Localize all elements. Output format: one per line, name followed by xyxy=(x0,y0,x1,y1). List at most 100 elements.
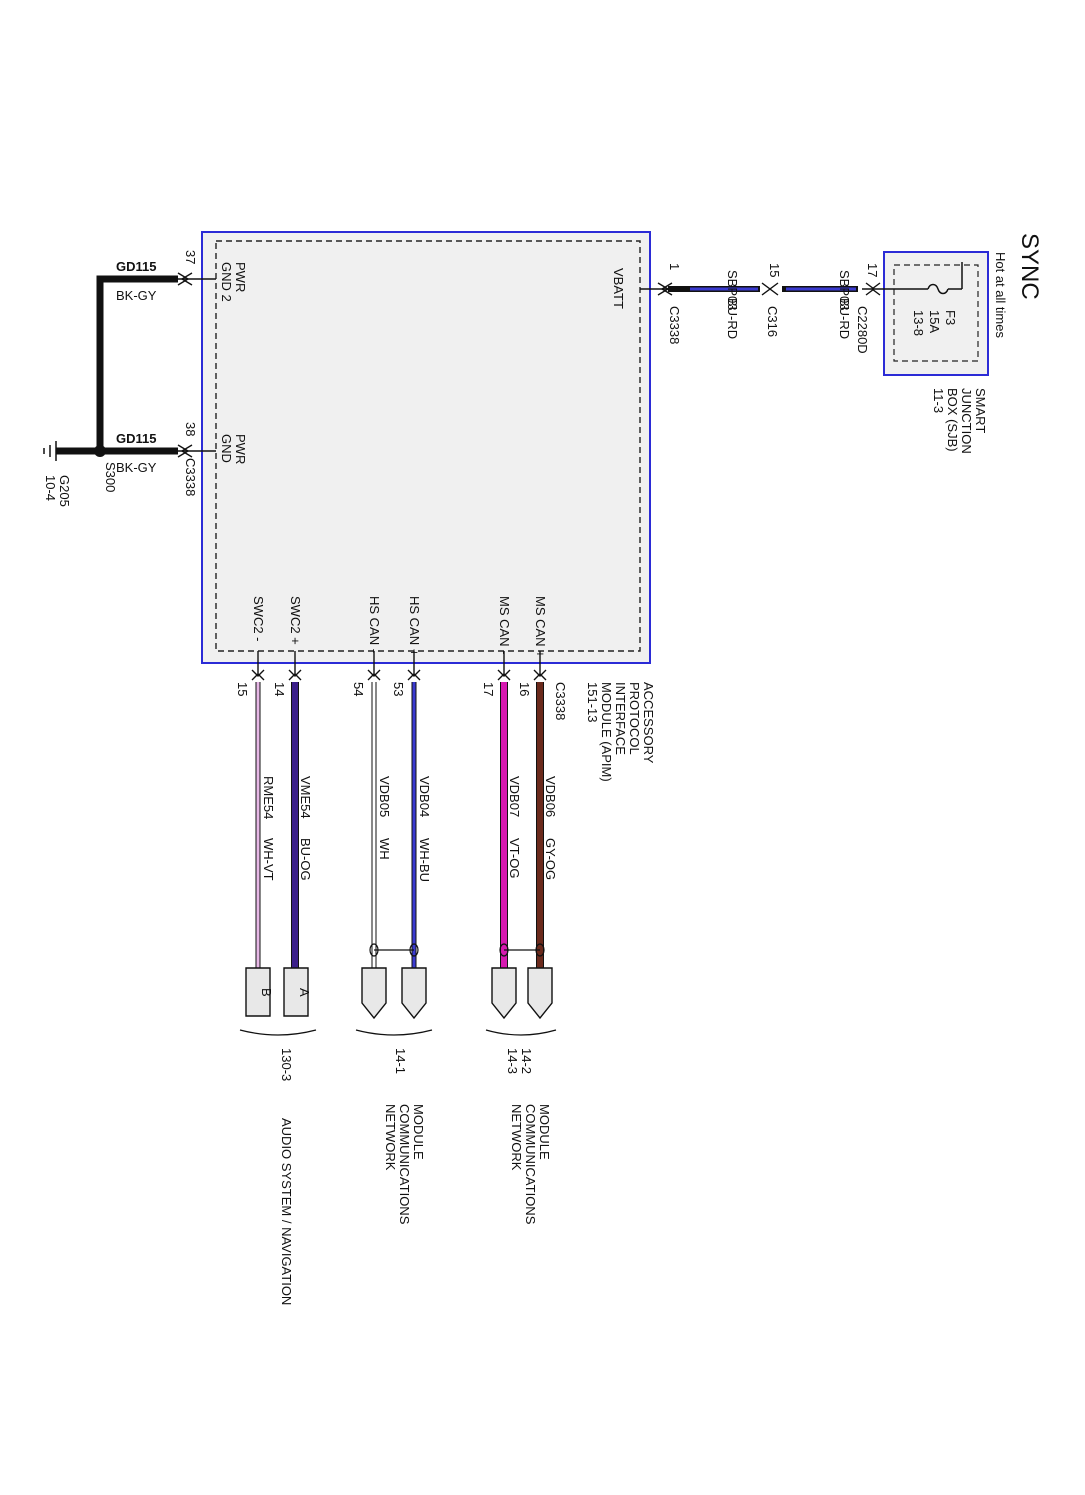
dest-connector-hsn xyxy=(361,967,387,1020)
c316-pin: 15 xyxy=(767,263,782,277)
ms-can-minus-color: VT-OG xyxy=(507,838,522,878)
ms-can-plus-connector xyxy=(533,669,547,681)
sjb-name-line3: BOX (SJB) xyxy=(945,388,960,452)
dest-connector-a xyxy=(283,967,309,1017)
pin38-label-line2: GND xyxy=(219,434,234,463)
pin37-connector xyxy=(177,272,193,286)
ms-can-minus-pin-label: MS CAN - xyxy=(497,596,512,655)
dest-connector-msn xyxy=(491,967,517,1020)
dest-hs-name3: NETWORK xyxy=(383,1104,398,1171)
apim-module-box xyxy=(201,231,651,664)
bus-connector-label: C3338 xyxy=(553,682,568,720)
dest-ms-name3: NETWORK xyxy=(509,1104,524,1171)
hs-can-minus-connector xyxy=(367,669,381,681)
module-name-line5: 151-13 xyxy=(585,682,600,722)
hs-can-minus-pin-label: HS CAN - xyxy=(367,596,382,653)
sjb-name-line4: 11-3 xyxy=(931,388,946,413)
fuse-ref: 13-8 xyxy=(911,310,926,336)
twisted-pair-loop-1a xyxy=(499,943,509,957)
swc2-plus-color: BU-OG xyxy=(298,838,313,881)
bracket-ms xyxy=(485,1029,557,1036)
swc2-plus-circuit: VME54 xyxy=(298,776,313,819)
dest-ms-name1: MODULE xyxy=(537,1104,552,1160)
ms-can-plus-pin-label: MS CAN + xyxy=(533,596,548,658)
gd115-wire-37 xyxy=(96,275,178,451)
pin37-color: BK-GY xyxy=(116,288,157,303)
swc2-plus-pin-number: 14 xyxy=(272,682,287,696)
c3338-pin1-connector xyxy=(657,282,673,296)
dest-hs-name1: MODULE xyxy=(411,1104,426,1160)
ms-can-plus-pin-number: 16 xyxy=(517,682,532,696)
ground-point-id: G205 xyxy=(57,475,72,507)
dest-tag-b: B xyxy=(259,988,274,997)
segment2-circuit: SBP03 xyxy=(837,270,852,310)
swc2-minus-pin-label: SWC2 - xyxy=(251,596,266,642)
pin38-connector xyxy=(177,444,193,458)
dest-connector-b xyxy=(245,967,271,1017)
twisted-pair-loop-1b xyxy=(535,943,545,957)
twisted-pair-loop-2a xyxy=(369,943,379,957)
sjb-inner xyxy=(893,264,979,362)
ground-point-ref: 10-4 xyxy=(43,475,58,501)
twisted-pair-loop-2b xyxy=(409,943,419,957)
module-name-line2: PROTOCOL xyxy=(627,682,642,755)
s300-label: S300 xyxy=(103,462,118,492)
swc2-minus-connector xyxy=(251,669,265,681)
module-name-line3: INTERFACE xyxy=(613,682,628,755)
vbatt-label: VBATT xyxy=(611,268,626,309)
sjb-name-line2: JUNCTION xyxy=(959,388,974,454)
bracket-audio xyxy=(239,1029,317,1036)
pin37-number: 37 xyxy=(183,250,198,264)
swc2-plus-connector xyxy=(288,669,302,681)
module-name-line4: MODULE (APIM) xyxy=(599,682,614,782)
swc2-minus-color: WH-VT xyxy=(261,838,276,881)
module-name-line1: ACCESSORY xyxy=(641,682,656,764)
swc2-minus-circuit: RME54 xyxy=(261,776,276,819)
ms-can-minus-circuit: VDB07 xyxy=(507,776,522,817)
diagram-title: SYNC xyxy=(1016,233,1043,300)
hs-can-minus-color: WH xyxy=(377,838,392,860)
dest-audio-name: AUDIO SYSTEM / NAVIGATION xyxy=(279,1118,294,1305)
dest-audio-ref: 130-3 xyxy=(279,1048,294,1081)
segment1-circuit: SBP03 xyxy=(725,270,740,310)
pin38-number: 38 xyxy=(183,422,198,436)
pin37-label-line2: GND 2 xyxy=(219,262,234,302)
c316-connector xyxy=(761,282,779,296)
dest-tag-a: A xyxy=(297,988,312,997)
swc2-minus-pin-number: 15 xyxy=(235,682,250,696)
fuse-symbol xyxy=(862,262,963,295)
hs-can-plus-connector xyxy=(407,669,421,681)
fuse-id: F3 xyxy=(943,310,958,325)
hs-can-plus-circuit: VDB04 xyxy=(417,776,432,817)
segment1-color: BU-RD xyxy=(725,298,740,339)
dest-hs-name2: COMMUNICATIONS xyxy=(397,1104,412,1225)
sjb-connector: C2280D xyxy=(855,306,870,354)
ms-can-plus-circuit: VDB06 xyxy=(543,776,558,817)
dest-ms-ref2: 14-3 xyxy=(505,1048,520,1074)
c316-label: C316 xyxy=(765,306,780,337)
dest-ms-name2: COMMUNICATIONS xyxy=(523,1104,538,1225)
segment2-color: BU-RD xyxy=(837,298,852,339)
pin38-circuit: GD115 xyxy=(116,431,156,446)
pin38-label-line1: PWR xyxy=(233,434,248,464)
dest-hs-ref1: 14-1 xyxy=(393,1048,408,1074)
c2280d-connector xyxy=(865,282,881,296)
sjb-name-line1: SMART xyxy=(973,388,988,433)
dest-connector-msp xyxy=(527,967,553,1020)
sjb-box xyxy=(883,251,989,376)
hs-can-plus-pin-number: 53 xyxy=(391,682,406,696)
c3338-power-label: C3338 xyxy=(667,306,682,344)
hs-can-minus-circuit: VDB05 xyxy=(377,776,392,817)
pin38-color: BK-GY xyxy=(116,460,157,475)
s300-splice-dot xyxy=(94,445,106,457)
ms-can-plus-color: GY-OG xyxy=(543,838,558,880)
ms-can-minus-pin-number: 17 xyxy=(481,682,496,696)
swc2-plus-pin-label: SWC2 + xyxy=(288,596,303,645)
pin37-label-line1: PWR xyxy=(233,262,248,292)
hs-can-minus-pin-number: 54 xyxy=(351,682,366,696)
dest-ms-ref1: 14-2 xyxy=(519,1048,534,1074)
c3338-power-pin: 1 xyxy=(667,263,682,270)
